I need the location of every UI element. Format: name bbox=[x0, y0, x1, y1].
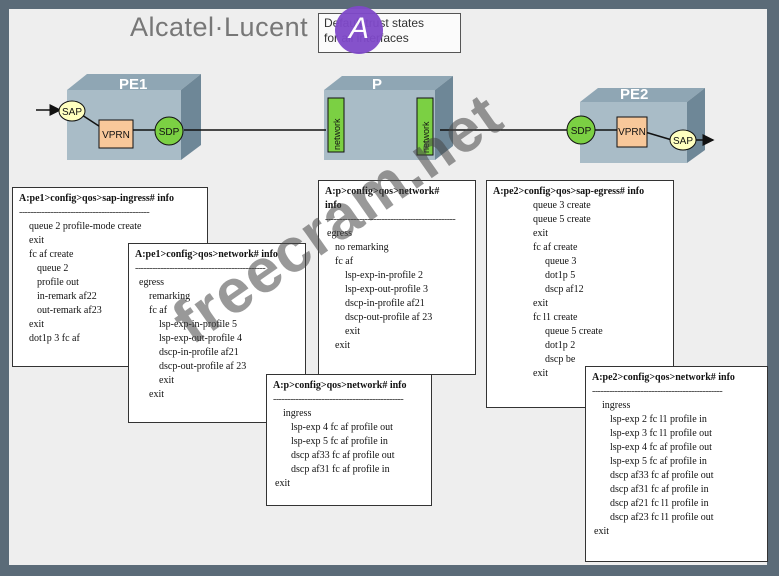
config-line: exit bbox=[533, 368, 548, 379]
config-line: fc af create bbox=[29, 249, 74, 260]
pe2-network-config: A:pe2>config>qos>network# info ---------… bbox=[585, 366, 768, 562]
config-header-cont: info bbox=[325, 200, 342, 211]
config-line: exit bbox=[29, 319, 44, 330]
p-network-egress-config: A:p>config>qos>network# info -----------… bbox=[318, 180, 476, 375]
config-line: lsp-exp-in-profile 2 bbox=[345, 270, 424, 281]
config-line: fc l1 create bbox=[533, 312, 578, 323]
config-line: queue 5 create bbox=[533, 214, 591, 225]
config-header: A:pe2>config>qos>network# info bbox=[592, 372, 735, 383]
config-line: remarking bbox=[149, 291, 191, 302]
config-line: exit bbox=[533, 298, 548, 309]
config-divider: ----------------------------------------… bbox=[135, 263, 266, 274]
pe2-sdp-node bbox=[566, 115, 596, 145]
config-line: egress bbox=[327, 228, 352, 239]
p-network-ingress-config: A:p>config>qos>network# info -----------… bbox=[266, 374, 432, 506]
config-line: queue 3 bbox=[545, 256, 577, 267]
config-line: fc af bbox=[149, 305, 168, 316]
pe1-sdp-label: SDP bbox=[159, 127, 180, 138]
config-line: exit bbox=[335, 340, 350, 351]
pe1-sap-label: SAP bbox=[62, 107, 82, 118]
config-line: exit bbox=[533, 228, 548, 239]
pe1-vprn-label: VPRN bbox=[102, 130, 130, 141]
config-header: A:pe2>config>qos>sap-egress# info bbox=[493, 186, 645, 197]
config-line: exit bbox=[275, 478, 290, 489]
config-divider: ----------------------------------------… bbox=[273, 394, 404, 405]
config-line: dscp-out-profile af 23 bbox=[345, 312, 433, 323]
p-network-left-block bbox=[327, 97, 345, 153]
config-line: out-remark af23 bbox=[37, 305, 102, 316]
config-header: A:pe1>config>qos>sap-ingress# info bbox=[19, 193, 174, 204]
pe1-title: PE1 bbox=[119, 76, 148, 93]
config-line: dot1p 2 bbox=[545, 340, 576, 351]
config-line: dot1p 5 bbox=[545, 270, 576, 281]
config-line: profile out bbox=[37, 277, 79, 288]
pe1-sap-ingress-config: A:pe1>config>qos>sap-ingress# info -----… bbox=[12, 187, 208, 367]
pe2-sdp-label: SDP bbox=[571, 126, 592, 137]
config-line: in-remark af22 bbox=[37, 291, 97, 302]
config-line: fc af bbox=[335, 256, 354, 267]
config-divider: ----------------------------------------… bbox=[592, 386, 723, 397]
config-line: dot1p 3 fc af bbox=[29, 333, 80, 344]
config-line: dscp af33 fc af profile out bbox=[291, 450, 395, 461]
config-line: exit bbox=[159, 375, 174, 386]
config-line: dscp af31 fc af profile in bbox=[291, 464, 390, 475]
config-header: A:p>config>qos>network# info bbox=[273, 380, 407, 391]
config-line: lsp-exp 2 fc l1 profile in bbox=[610, 414, 707, 425]
p-network-right-block bbox=[416, 97, 434, 156]
config-line: dscp-out-profile af 23 bbox=[159, 361, 247, 372]
alcatel-lucent-logo: Alcatel·Lucent bbox=[130, 12, 309, 42]
config-line: dscp-in-profile af21 bbox=[345, 298, 425, 309]
config-line: lsp-exp-out-profile 3 bbox=[345, 284, 429, 295]
pe2-title: PE2 bbox=[620, 86, 649, 103]
config-line: lsp-exp 3 fc l1 profile out bbox=[610, 428, 712, 439]
pe2-sap-node bbox=[669, 129, 697, 151]
config-header: A:pe1>config>qos>network# info bbox=[135, 249, 278, 260]
pe2-vprn-node bbox=[616, 116, 648, 148]
config-line: queue 2 profile-mode create bbox=[29, 221, 142, 232]
config-line: egress bbox=[139, 277, 164, 288]
config-line: no remarking bbox=[335, 242, 389, 253]
pe1-sap-node bbox=[58, 100, 86, 122]
pe1-network-config: A:pe1>config>qos>network# info ---------… bbox=[128, 243, 306, 423]
config-line: queue 3 create bbox=[533, 200, 591, 211]
pe2-vprn-label: VPRN bbox=[618, 127, 646, 138]
config-line: dscp af12 bbox=[545, 284, 584, 295]
config-line: dscp af21 fc l1 profile in bbox=[610, 498, 709, 509]
config-line: ingress bbox=[602, 400, 631, 411]
config-line: exit bbox=[345, 326, 360, 337]
alcatel-lucent-emblem: A bbox=[335, 6, 383, 54]
config-line: dscp-in-profile af21 bbox=[159, 347, 239, 358]
config-line: lsp-exp 5 fc af profile in bbox=[291, 436, 388, 447]
config-line: lsp-exp 5 fc af profile in bbox=[610, 456, 707, 467]
pe1-vprn-node bbox=[98, 119, 134, 149]
config-line: lsp-exp-out-profile 4 bbox=[159, 333, 243, 344]
pe2-sap-egress-config: A:pe2>config>qos>sap-egress# info queue … bbox=[486, 180, 674, 408]
pe2-vprn-sap-link bbox=[644, 131, 673, 141]
p-network-right-label: network bbox=[421, 121, 431, 153]
config-line: dscp af33 fc af profile out bbox=[610, 470, 714, 481]
pe2-sap-label: SAP bbox=[673, 136, 693, 147]
config-line: dscp af31 fc af profile in bbox=[610, 484, 709, 495]
config-line: lsp-exp-in-profile 5 bbox=[159, 319, 238, 330]
config-line: queue 5 create bbox=[545, 326, 603, 337]
config-line: dscp be bbox=[545, 354, 576, 365]
pe1-sdp-node bbox=[154, 116, 184, 146]
config-line: exit bbox=[149, 389, 164, 400]
config-header: A:p>config>qos>network# bbox=[325, 186, 440, 197]
config-line: fc af create bbox=[533, 242, 578, 253]
config-line: dscp af23 fc l1 profile out bbox=[610, 512, 714, 523]
config-line: exit bbox=[594, 526, 609, 537]
config-line: exit bbox=[29, 235, 44, 246]
config-line: lsp-exp 4 fc af profile out bbox=[610, 442, 712, 453]
config-divider: ----------------------------------------… bbox=[325, 214, 456, 225]
p-network-left-label: network bbox=[332, 118, 342, 150]
config-line: queue 2 bbox=[37, 263, 69, 274]
p-title: P bbox=[372, 76, 383, 93]
config-divider: ----------------------------------------… bbox=[19, 207, 150, 218]
config-line: ingress bbox=[283, 408, 312, 419]
config-line: lsp-exp 4 fc af profile out bbox=[291, 422, 393, 433]
